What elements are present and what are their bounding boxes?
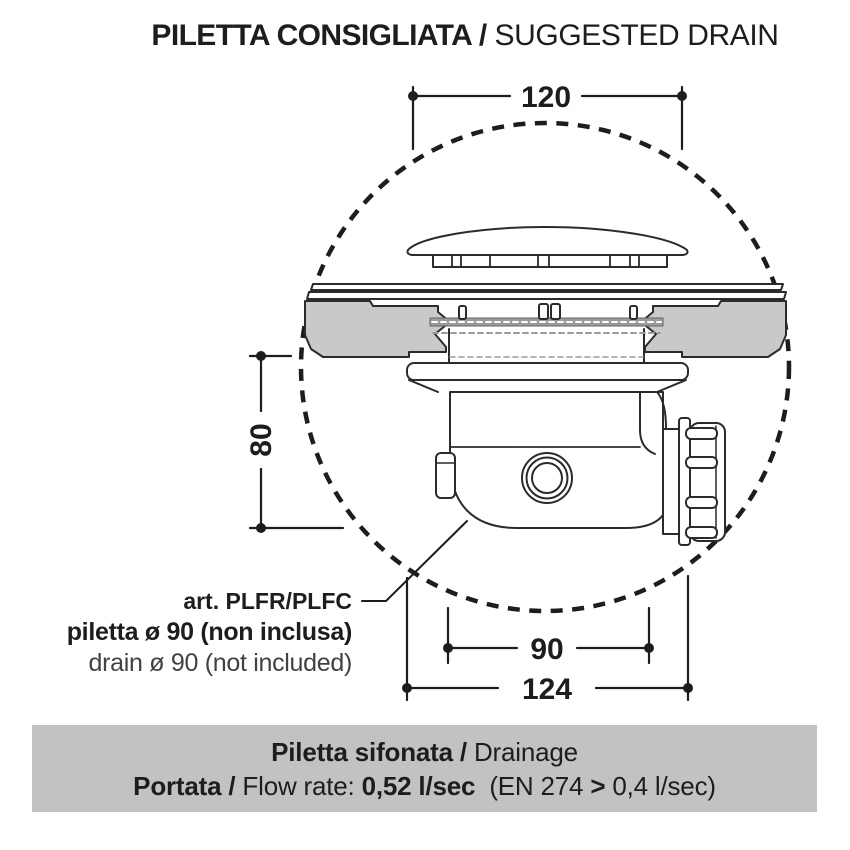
dim-value-drain: 90 [530, 633, 563, 666]
dim-value-top: 120 [521, 81, 571, 114]
dimension-lines [248, 85, 693, 702]
port-ring-outer [521, 452, 573, 504]
tray-section-right [640, 300, 787, 358]
dim-value-side: 80 [245, 423, 278, 456]
footer-bar: Piletta sifonata / Drainage Portata / Fl… [32, 725, 817, 812]
footer-flow-en: Flow rate: [235, 770, 362, 801]
screw-post [538, 303, 549, 320]
drain-cross-section [304, 226, 787, 546]
callout-leader-line [361, 520, 468, 602]
screw-post [550, 303, 561, 320]
footer-line-drainage: Piletta sifonata / Drainage [271, 736, 578, 768]
dim-value-flange: 124 [522, 673, 572, 706]
callout: art. PLFR/PLFC piletta ø 90 (non inclusa… [0, 586, 353, 679]
flange-shoulders [408, 379, 687, 393]
title-italian: PILETTA CONSIGLIATA / [151, 19, 487, 52]
dim-drain-diameter [443, 606, 654, 665]
cap-skirt [432, 254, 668, 268]
elbow-curves [639, 391, 667, 455]
outlet-cylinder [662, 428, 681, 535]
dim-flange-width [402, 574, 693, 702]
port-ring-inner [531, 462, 563, 494]
drain-neck-walls [448, 328, 645, 364]
side-tab [435, 452, 456, 499]
tray-section-left [304, 300, 451, 358]
nut-rib [685, 427, 718, 440]
footer-drainage-it: Piletta sifonata / [271, 736, 467, 767]
footer-flow-value: 0,52 l/sec [361, 770, 476, 801]
footer-gt-sign: > [590, 770, 606, 801]
callout-italian: piletta ø 90 (non inclusa) [66, 618, 353, 646]
title-english: SUGGESTED DRAIN [486, 19, 779, 52]
cover-strip-lower [306, 291, 787, 300]
callout-english: drain ø 90 (not included) [88, 649, 353, 677]
port-ring-middle [525, 456, 569, 500]
screw-post [458, 305, 467, 320]
footer-norm-open: (EN 274 [475, 770, 591, 801]
drain-neck [449, 329, 644, 364]
cap-dome [406, 226, 689, 256]
footer-drainage-en: Drainage [466, 736, 578, 767]
cover-strip-upper [310, 283, 784, 291]
detail-circle [298, 120, 792, 614]
cap-skirt-slots [451, 254, 640, 268]
dim-top-width [408, 85, 687, 151]
footer-flow-it: Portata / [133, 770, 236, 801]
flange-plate [406, 362, 689, 381]
screw-post [629, 305, 638, 320]
nut-rib [685, 496, 718, 509]
nut-body [689, 422, 726, 542]
footer-norm-value: 0,4 l/sec) [605, 770, 716, 801]
nut-rib [685, 456, 718, 469]
footer-line-flowrate: Portata / Flow rate: 0,52 l/sec (EN 274 … [133, 770, 716, 802]
article-code: PLFR/PLFC [225, 588, 353, 614]
dim-side-height [248, 351, 345, 533]
page-title: PILETTA CONSIGLIATA / SUGGESTED DRAIN [80, 18, 850, 54]
article-prefix: art. [183, 588, 226, 614]
callout-article: art. PLFR/PLFC [0, 586, 352, 616]
nut-rib [685, 526, 718, 539]
